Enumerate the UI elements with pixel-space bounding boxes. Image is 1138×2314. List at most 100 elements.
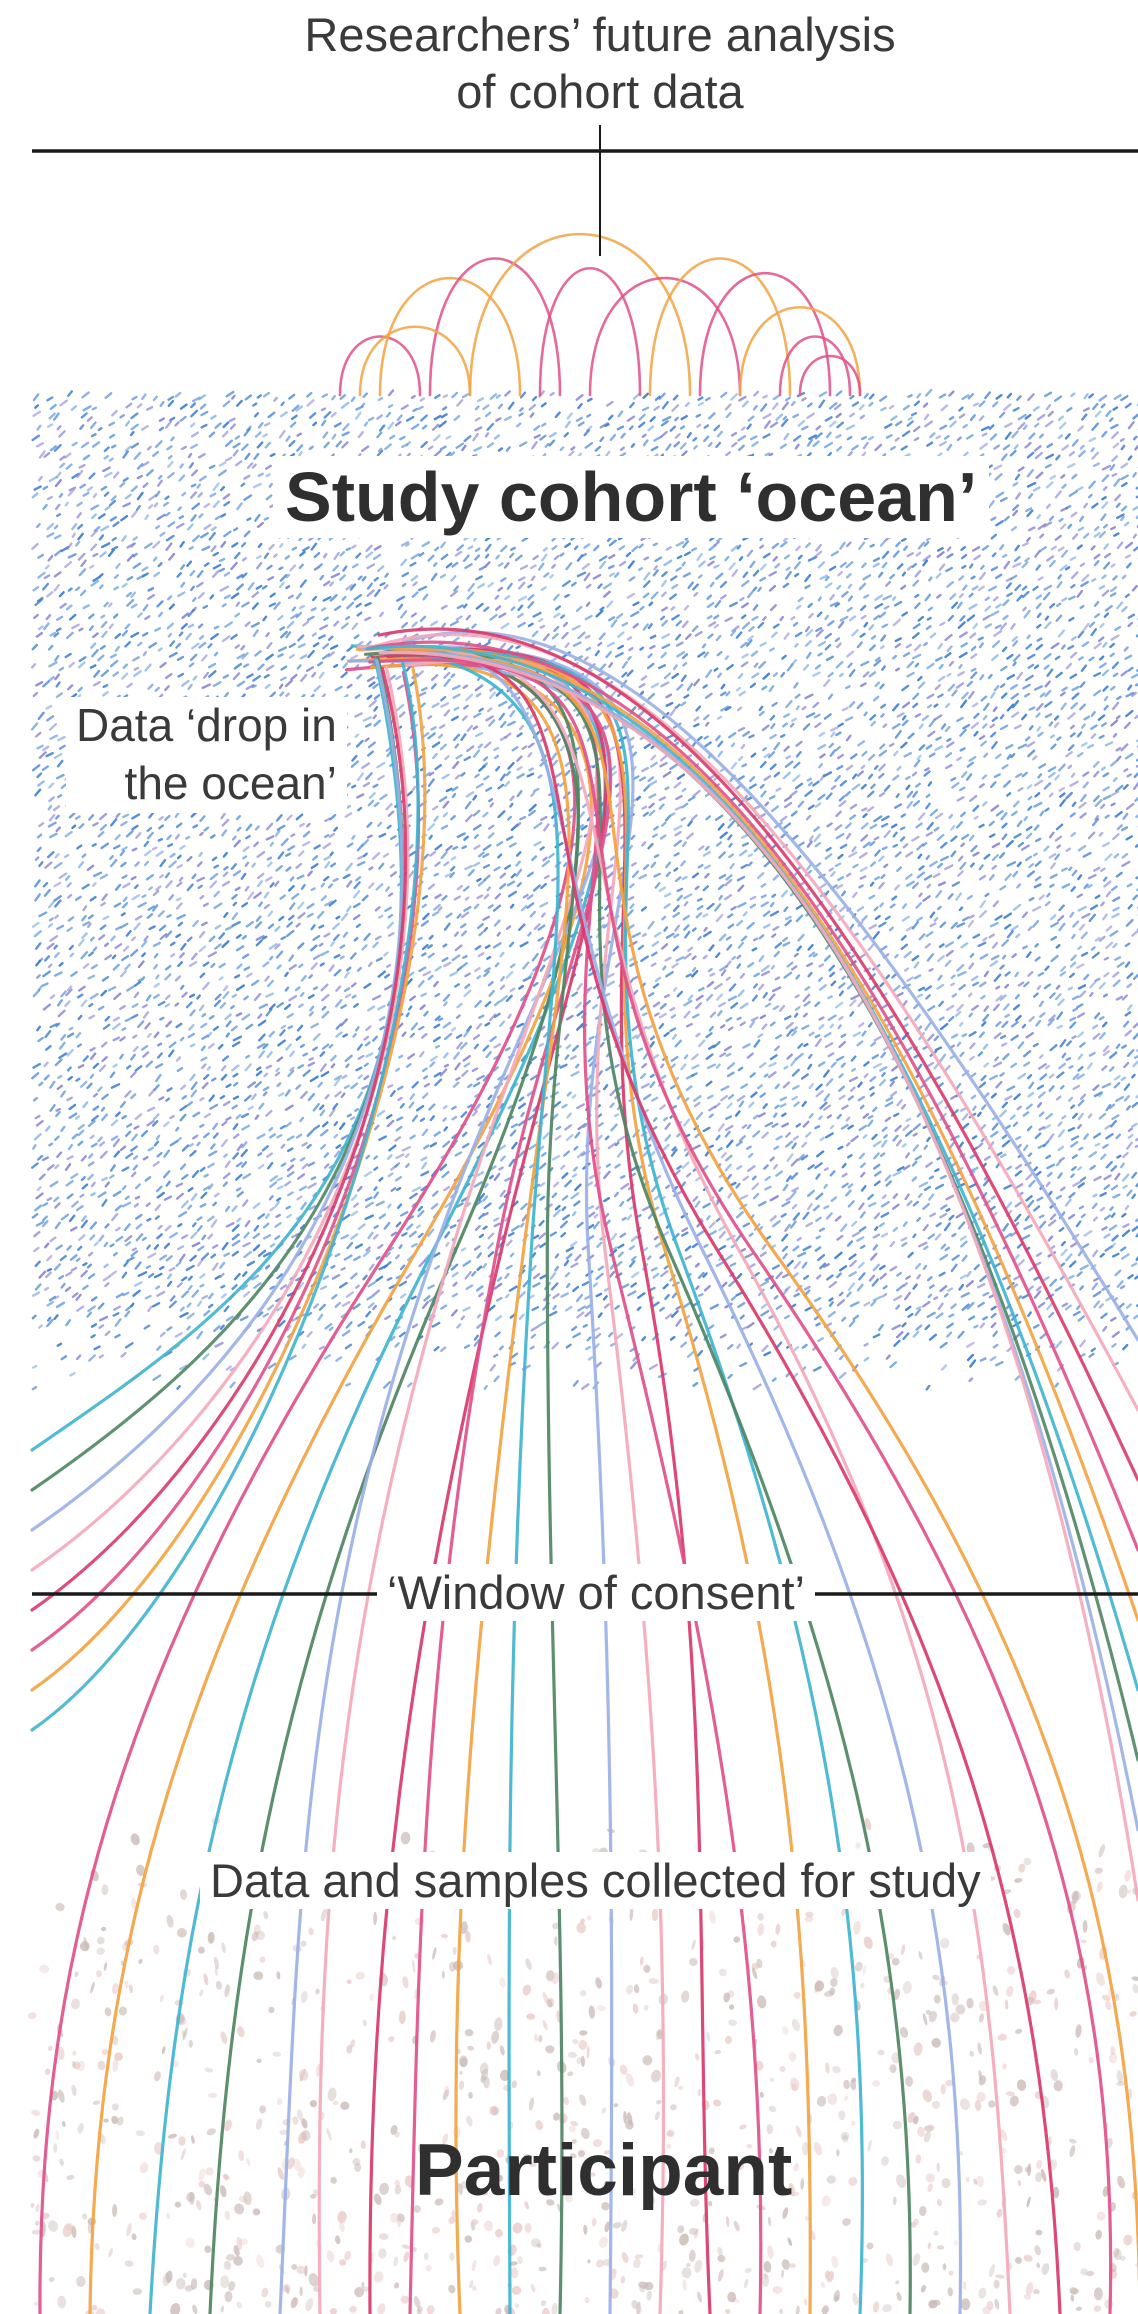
ocean-dash xyxy=(376,761,386,769)
ocean-dash xyxy=(92,681,101,687)
ocean-dash xyxy=(44,861,53,869)
ocean-dash xyxy=(642,592,650,599)
ocean-dash xyxy=(968,834,975,842)
ocean-dash xyxy=(958,406,964,412)
ocean-dash xyxy=(925,744,933,750)
ocean-dash xyxy=(169,852,176,858)
ocean-dash xyxy=(935,435,942,440)
ground-speck xyxy=(850,2120,856,2127)
ocean-dash xyxy=(245,684,255,690)
ocean-dash xyxy=(851,629,859,637)
ocean-dash xyxy=(265,464,272,470)
ground-speck xyxy=(180,2148,186,2161)
ocean-dash xyxy=(922,559,929,567)
ground-speck xyxy=(1113,2247,1122,2261)
ocean-dash xyxy=(806,862,813,871)
ocean-dash xyxy=(772,874,779,881)
ground-speck xyxy=(625,1984,634,1995)
ocean-dash xyxy=(675,641,684,647)
ocean-dash xyxy=(1120,474,1129,481)
ocean-dash xyxy=(895,541,901,548)
ocean-dash xyxy=(621,661,628,669)
ocean-dash xyxy=(475,602,484,610)
ocean-dash xyxy=(957,621,966,629)
ocean-dash xyxy=(978,642,984,649)
ocean-dash xyxy=(1005,582,1012,590)
ocean-dash xyxy=(410,553,420,560)
ocean-dash xyxy=(1088,393,1095,399)
ground-speck xyxy=(648,1978,659,1985)
ground-speck xyxy=(296,2265,306,2275)
ground-speck xyxy=(412,1959,416,1974)
ground-speck xyxy=(646,2194,655,2206)
ocean-dash xyxy=(1014,584,1022,592)
ocean-dash xyxy=(835,390,843,397)
ocean-dash xyxy=(278,566,284,571)
ocean-dash xyxy=(913,437,920,442)
ocean-dash xyxy=(692,789,701,798)
ocean-dash xyxy=(225,390,235,398)
ocean-dash xyxy=(828,867,834,872)
ground-speck xyxy=(694,2259,703,2273)
ocean-dash xyxy=(757,586,762,592)
ground-speck xyxy=(479,2062,489,2075)
ground-speck xyxy=(390,2124,398,2135)
ocean-dash xyxy=(751,672,760,679)
ocean-dash xyxy=(361,576,367,582)
ocean-dash xyxy=(485,786,493,792)
ocean-dash xyxy=(1093,532,1101,538)
ocean-dash xyxy=(1039,546,1047,553)
ocean-dash xyxy=(433,815,439,822)
ground-speck xyxy=(154,2071,161,2082)
ocean-dash xyxy=(455,442,465,449)
ocean-dash xyxy=(130,542,136,548)
ocean-dash xyxy=(533,841,542,847)
ocean-dash xyxy=(882,723,888,728)
ocean-dash xyxy=(312,642,320,648)
ocean-dash xyxy=(664,786,670,791)
ground-speck xyxy=(601,2107,607,2114)
ocean-dash xyxy=(870,635,877,640)
ocean-dash xyxy=(665,693,673,699)
ocean-dash xyxy=(1010,574,1018,580)
ground-speck xyxy=(1082,1920,1088,1933)
ground-speck xyxy=(757,1923,765,1936)
ocean-dash xyxy=(1002,599,1010,607)
ocean-dash xyxy=(1044,615,1050,621)
ocean-dash xyxy=(147,504,154,510)
ocean-dash xyxy=(1024,441,1032,449)
ocean-dash xyxy=(998,411,1006,419)
ocean-dash xyxy=(716,715,723,720)
ocean-dash xyxy=(245,834,251,840)
ocean-dash xyxy=(122,477,129,482)
ocean-dash xyxy=(472,794,478,801)
ocean-dash xyxy=(769,714,776,721)
ocean-dash xyxy=(978,823,985,829)
ocean-dash xyxy=(222,421,230,429)
ocean-dash xyxy=(736,775,745,782)
ground-speck xyxy=(978,2287,987,2299)
ocean-dash xyxy=(680,674,687,682)
ocean-dash xyxy=(785,755,792,760)
ocean-dash xyxy=(275,865,283,872)
ocean-dash xyxy=(1024,855,1033,862)
ground-speck xyxy=(79,1941,90,1952)
ocean-dash xyxy=(724,616,733,623)
ocean-dash xyxy=(165,534,175,542)
ocean-dash xyxy=(350,396,356,403)
ocean-dash xyxy=(1076,731,1083,738)
ocean-dash xyxy=(860,783,867,790)
ocean-dash xyxy=(938,393,947,399)
ocean-dash xyxy=(401,621,408,629)
ocean-dash xyxy=(497,586,504,592)
ocean-dash xyxy=(892,550,900,558)
ocean-dash xyxy=(531,395,538,402)
ocean-dash xyxy=(1101,669,1110,677)
ocean-dash xyxy=(881,623,889,629)
ocean-dash xyxy=(507,703,514,709)
ocean-dash xyxy=(295,405,303,412)
ocean-dash xyxy=(71,532,77,539)
ocean-dash xyxy=(389,434,396,440)
ocean-dash xyxy=(63,853,70,859)
ocean-dash xyxy=(757,621,765,629)
